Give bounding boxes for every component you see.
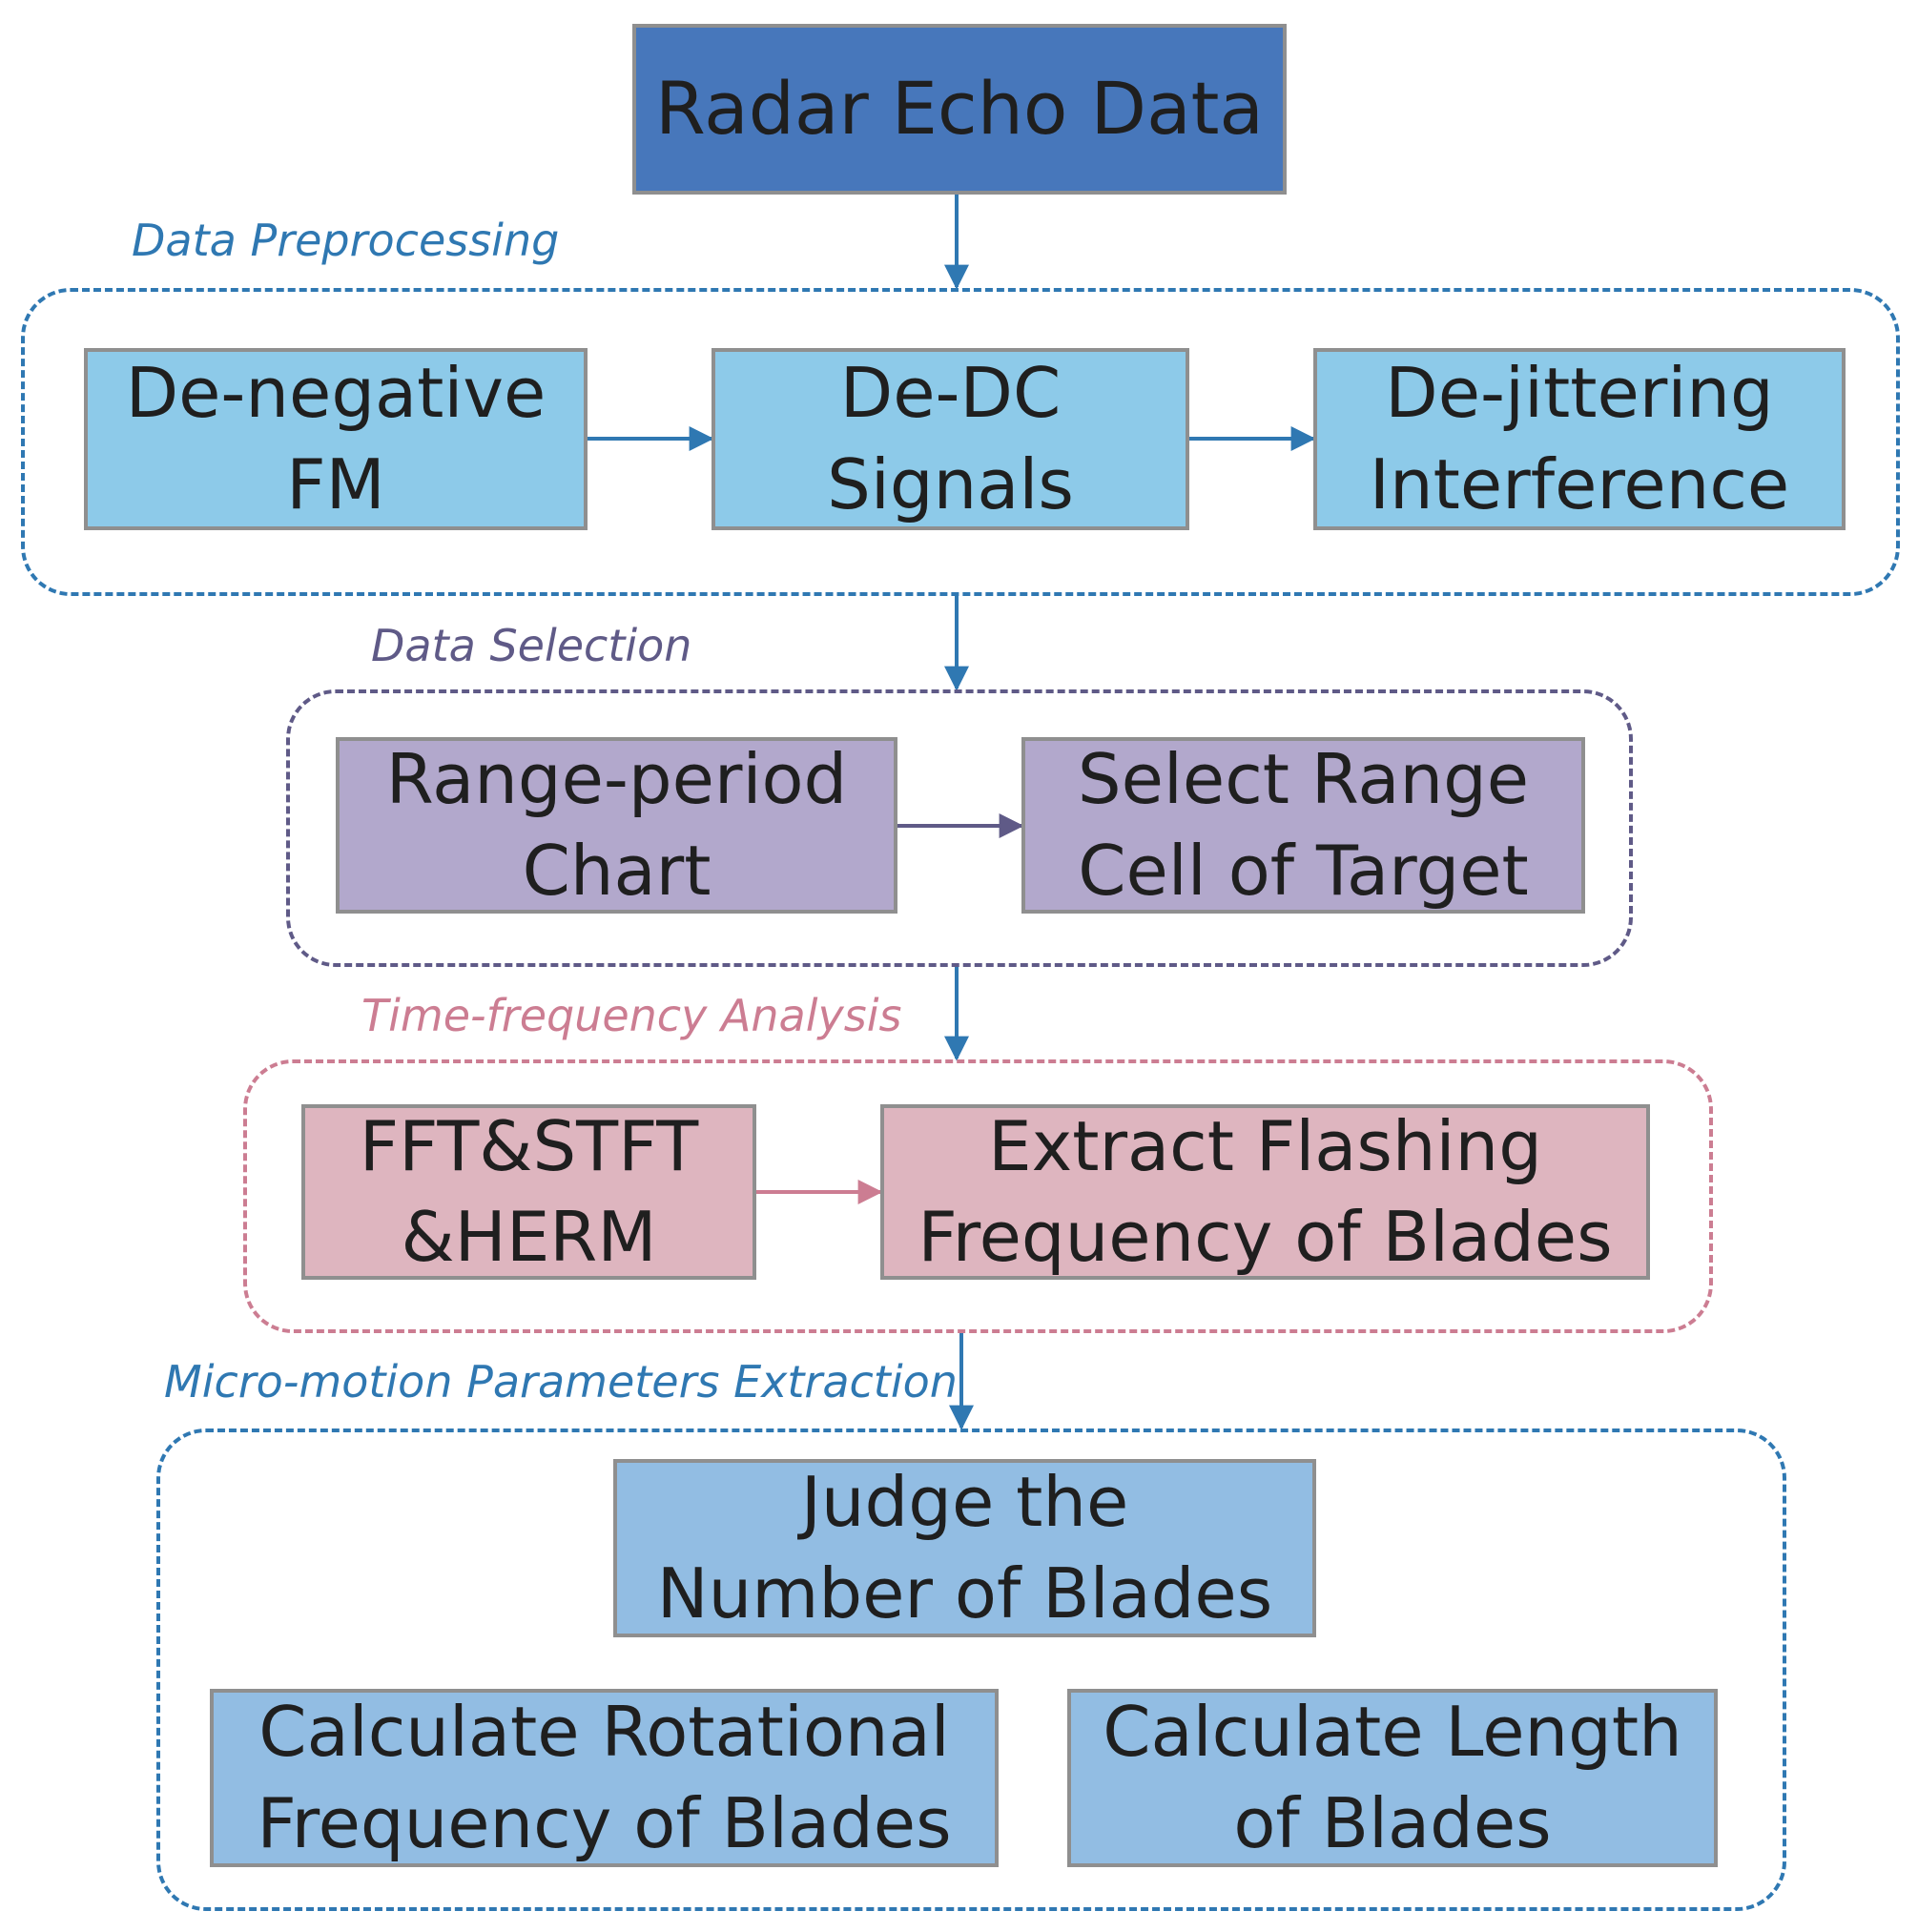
data-preprocessing-group <box>21 288 1900 596</box>
judge-number-of-blades-box: Judge the Number of Blades <box>613 1459 1316 1637</box>
de-jittering-interference-box: De-jittering Interference <box>1313 348 1846 530</box>
data-selection-group <box>286 689 1633 967</box>
time-frequency-analysis-group <box>243 1059 1713 1333</box>
de-negative-fm-box: De-negative FM <box>84 348 588 530</box>
select-range-cell-box: Select Range Cell of Target <box>1021 737 1585 914</box>
extract-flashing-frequency-box: Extract Flashing Frequency of Blades <box>880 1104 1650 1280</box>
time-frequency-analysis-label: Time-frequency Analysis <box>361 990 902 1041</box>
fft-stft-herm-box: FFT&STFT &HERM <box>301 1104 756 1280</box>
data-preprocessing-label: Data Preprocessing <box>132 215 560 266</box>
de-dc-signals-box: De-DC Signals <box>712 348 1189 530</box>
range-period-chart-box: Range-period Chart <box>336 737 897 914</box>
radar-echo-data-box: Radar Echo Data <box>632 24 1287 195</box>
data-selection-label: Data Selection <box>371 620 692 671</box>
micro-motion-extraction-group <box>156 1428 1786 1911</box>
micro-motion-extraction-label: Micro-motion Parameters Extraction <box>164 1356 958 1408</box>
calculate-rotational-frequency-box: Calculate Rotational Frequency of Blades <box>210 1689 999 1867</box>
calculate-length-of-blades-box: Calculate Length of Blades <box>1067 1689 1718 1867</box>
